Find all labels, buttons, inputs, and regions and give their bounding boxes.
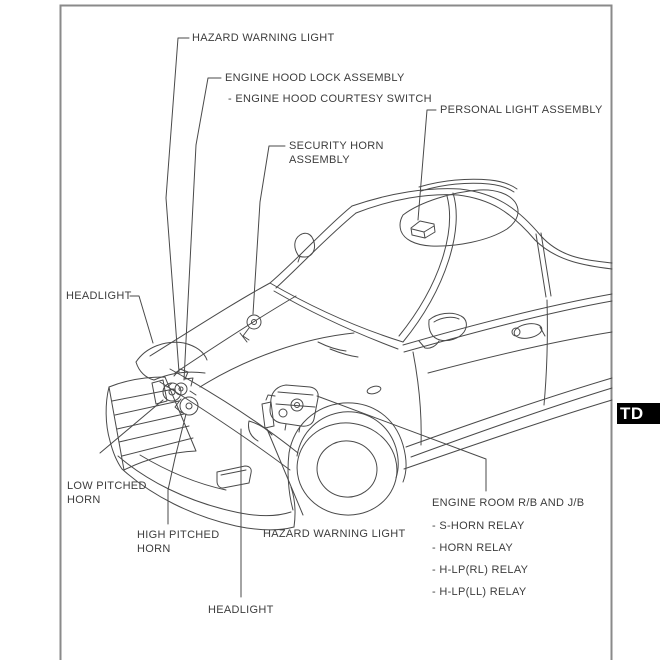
car-grille bbox=[108, 376, 197, 471]
diagram-frame bbox=[59, 4, 613, 660]
label-h-lp-ll-relay: - H-LP(LL) RELAY bbox=[432, 586, 527, 598]
label-low-pitched-horn: LOW PITCHED HORN bbox=[67, 480, 147, 506]
leader-engine-room bbox=[316, 395, 487, 492]
leader-security-horn bbox=[252, 145, 286, 315]
label-hazard-warning-light-top: HAZARD WARNING LIGHT bbox=[192, 32, 335, 44]
leader-headlight-left bbox=[129, 295, 154, 344]
car-side-mirror-drawing bbox=[418, 312, 467, 349]
section-tab-td: TD bbox=[617, 403, 660, 424]
personal-light-drawing bbox=[410, 220, 436, 239]
car-side bbox=[366, 232, 613, 470]
car-front-wheel bbox=[287, 402, 407, 516]
label-engine-hood-lock-assembly: ENGINE HOOD LOCK ASSEMBLY bbox=[225, 72, 405, 84]
car-windshield bbox=[269, 192, 457, 358]
label-security-horn-assembly: SECURITY HORN ASSEMBLY bbox=[289, 140, 384, 166]
label-personal-light-assembly: PERSONAL LIGHT ASSEMBLY bbox=[440, 104, 603, 116]
leader-hazard-bottom bbox=[266, 428, 304, 516]
leader-lines bbox=[99, 37, 487, 598]
car-sunroof bbox=[399, 189, 519, 247]
label-h-lp-rl-relay: - H-LP(RL) RELAY bbox=[432, 564, 529, 576]
leader-low-horn bbox=[99, 399, 164, 454]
label-hazard-warning-light-bottom: HAZARD WARNING LIGHT bbox=[263, 528, 406, 540]
leader-hazard-top bbox=[165, 37, 190, 373]
label-engine-room-block: ENGINE ROOM R/B AND J/B - S-HORN RELAY -… bbox=[432, 496, 584, 599]
label-s-horn-relay: - S-HORN RELAY bbox=[432, 520, 525, 532]
car-roof bbox=[149, 178, 613, 357]
label-headlight-left: HEADLIGHT bbox=[66, 290, 132, 302]
label-headlight-bottom: HEADLIGHT bbox=[208, 604, 274, 616]
leader-personal-light bbox=[417, 109, 437, 221]
security-horn-drawing bbox=[239, 314, 262, 343]
label-high-pitched-horn: HIGH PITCHED HORN bbox=[137, 529, 220, 555]
low-pitched-horn-drawing bbox=[151, 379, 182, 405]
leader-high-horn bbox=[167, 413, 187, 525]
car-front-bumper bbox=[105, 386, 296, 531]
label-engine-hood-courtesy-switch: - ENGINE HOOD COURTESY SWITCH bbox=[228, 93, 432, 105]
high-pitched-horn-drawing bbox=[174, 396, 199, 416]
label-horn-relay: - HORN RELAY bbox=[432, 542, 514, 554]
label-engine-room-title: ENGINE ROOM R/B AND J/B bbox=[432, 497, 585, 509]
headlight-assembly-drawing bbox=[261, 384, 319, 433]
car-door-handle-drawing bbox=[511, 323, 546, 339]
leader-hood-lock bbox=[183, 77, 222, 381]
